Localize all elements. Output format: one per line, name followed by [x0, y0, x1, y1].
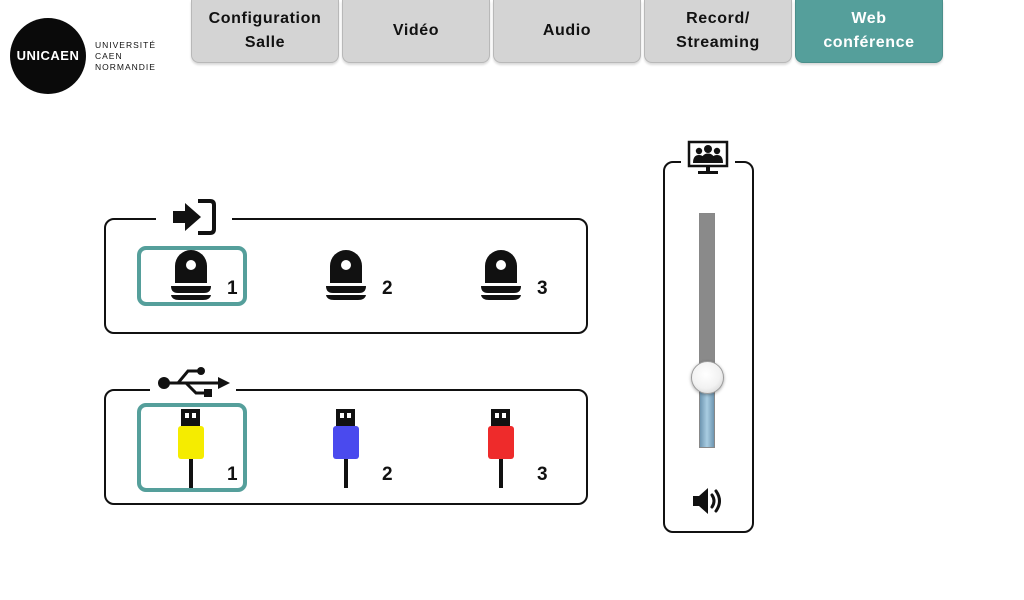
input-panel-label	[156, 196, 232, 238]
usb-panel-label	[150, 360, 236, 400]
tab-label: Vidéo	[392, 22, 440, 39]
ptz-camera-icon	[171, 250, 211, 300]
volume-slider-track[interactable]	[699, 213, 715, 448]
logo-text: UNIVERSITÉ CAEN NORMANDIE	[95, 40, 156, 73]
video-conference-icon	[687, 140, 729, 174]
logo-circle	[10, 18, 86, 94]
tab-label: Configuration Salle	[208, 10, 322, 51]
tab-audio[interactable]: Audio	[493, 0, 641, 63]
usb-1-number: 1	[227, 464, 238, 485]
university-logo: UNICAEN UNIVERSITÉ CAEN NORMANDIE	[10, 18, 170, 98]
tab-label: Web conférence	[823, 10, 915, 51]
usb-1-button[interactable]	[137, 403, 247, 492]
logo-mark-icon: UNICAEN	[17, 48, 80, 63]
tab-configuration-salle[interactable]: Configuration Salle	[191, 0, 339, 63]
speaker-icon[interactable]	[690, 484, 724, 518]
tab-video[interactable]: Vidéo	[342, 0, 490, 63]
camera-3-number: 3	[537, 278, 548, 299]
camera-1-number: 1	[227, 278, 238, 299]
volume-slider-handle[interactable]	[691, 361, 724, 394]
logo-line-3: NORMANDIE	[95, 62, 156, 72]
usb-plug-icon	[488, 409, 514, 488]
tab-record-streaming[interactable]: Record/ Streaming	[644, 0, 792, 63]
usb-plug-icon	[333, 409, 359, 488]
usb-2-number: 2	[382, 464, 393, 485]
logo-line-2: CAEN	[95, 51, 123, 61]
logo-mark-text: UNICAEN	[17, 48, 80, 63]
input-arrow-icon	[173, 199, 216, 235]
ptz-camera-icon	[481, 250, 521, 300]
tab-label: Record/ Streaming	[676, 10, 760, 51]
tab-web-conference[interactable]: Web conférence	[795, 0, 943, 63]
camera-1-button[interactable]	[137, 246, 247, 306]
volume-level-fill	[700, 377, 714, 447]
usb-icon	[158, 367, 230, 397]
camera-2-number: 2	[382, 278, 393, 299]
logo-line-1: UNIVERSITÉ	[95, 40, 157, 50]
ptz-camera-icon	[326, 250, 366, 300]
usb-3-number: 3	[537, 464, 548, 485]
usb-plug-icon	[178, 409, 204, 488]
volume-panel-label	[681, 139, 735, 177]
tab-label: Audio	[542, 22, 592, 39]
